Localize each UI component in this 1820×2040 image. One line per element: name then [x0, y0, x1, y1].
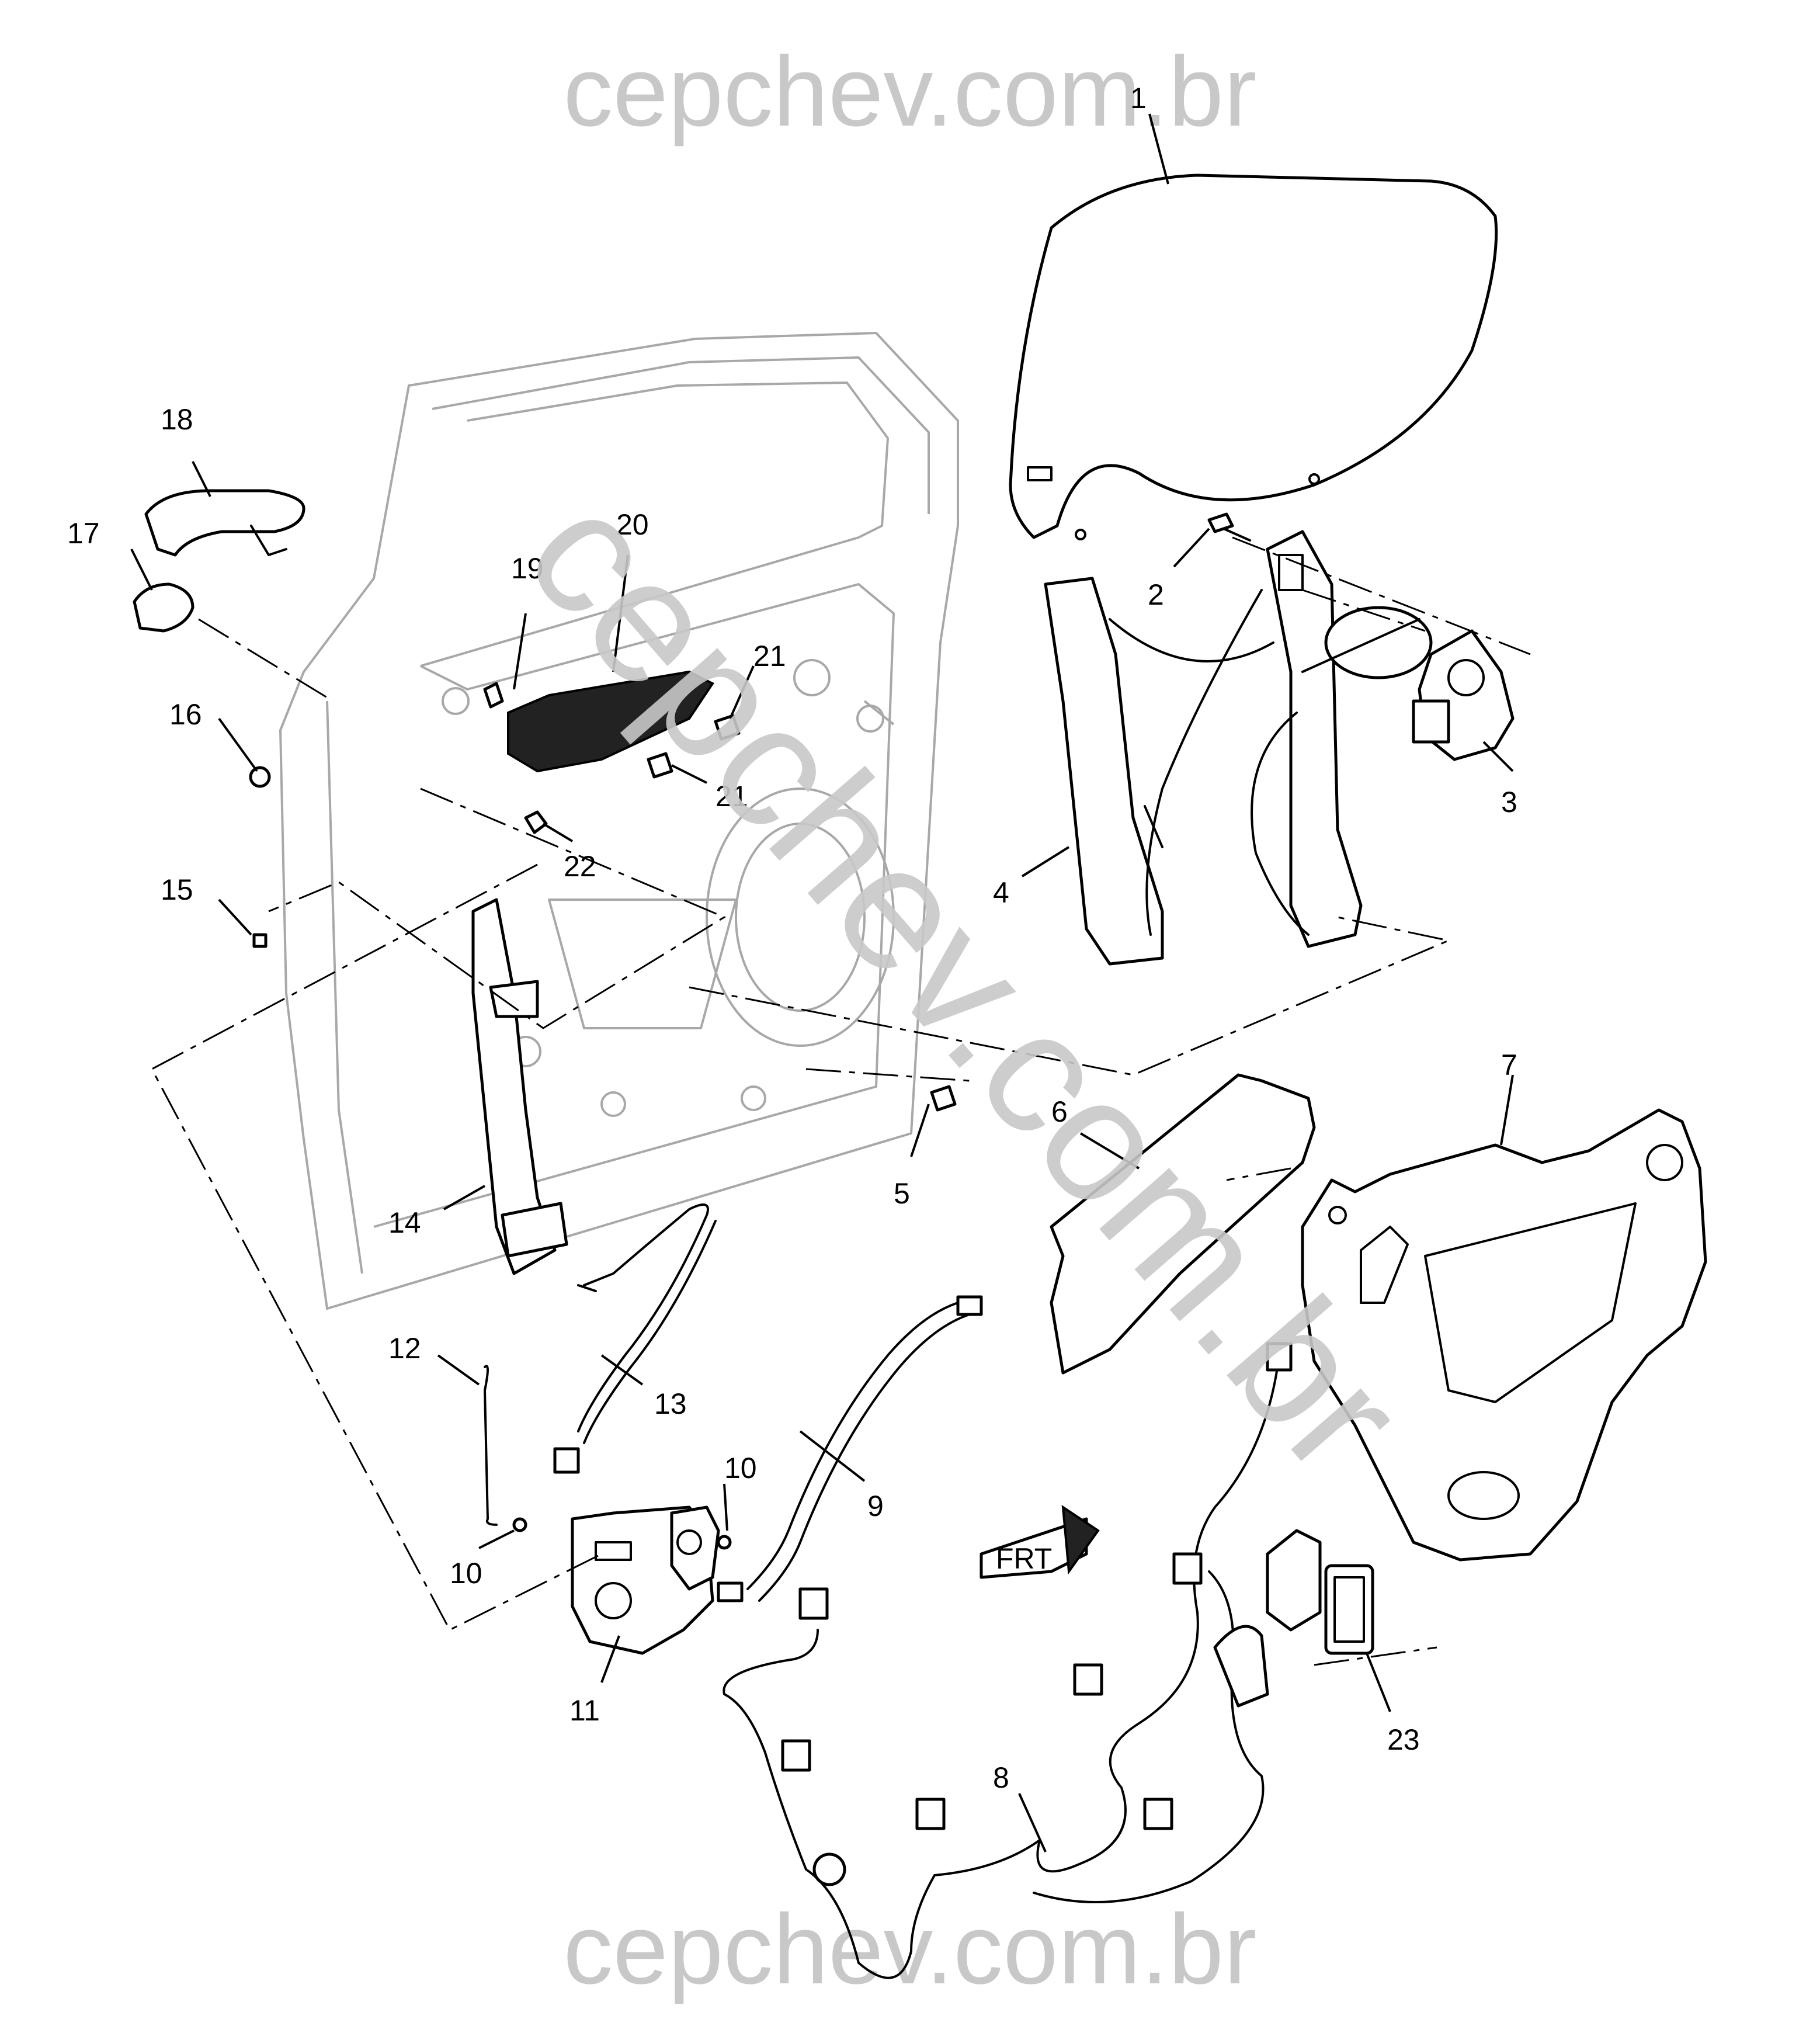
callout-5: 5	[894, 1177, 910, 1210]
callout-23: 23	[1387, 1723, 1420, 1756]
callout-2: 2	[1148, 578, 1164, 611]
callout-9: 9	[867, 1490, 884, 1522]
callout-4: 4	[993, 876, 1009, 909]
lock-rod	[484, 1365, 498, 1526]
callout-13: 13	[654, 1387, 687, 1420]
callout-7: 7	[1501, 1049, 1517, 1081]
window-glass	[1009, 174, 1498, 540]
callout-22: 22	[564, 850, 596, 883]
callout-1: 1	[1130, 82, 1147, 115]
handle-cap	[133, 582, 194, 633]
callout-14: 14	[388, 1206, 421, 1239]
callout-8: 8	[993, 1761, 1009, 1794]
inside-handle	[507, 670, 714, 773]
callout-21-b: 21	[716, 780, 748, 813]
alignment-lines	[150, 536, 1531, 1666]
watermark-bottom: cepchev.com.br	[563, 1894, 1256, 2005]
outside-handle-cable	[717, 1295, 983, 1602]
callout-18: 18	[161, 403, 193, 436]
callout-3: 3	[1501, 786, 1517, 818]
callout-12: 12	[388, 1332, 421, 1365]
window-regulator	[1044, 530, 1433, 966]
callout-21-a: 21	[753, 640, 786, 672]
callout-19: 19	[511, 552, 544, 585]
orientation-label: FRT	[996, 1542, 1052, 1575]
callout-17: 17	[67, 517, 100, 550]
switch-bezel	[1266, 1529, 1374, 1655]
wiring-harness	[723, 1342, 1293, 1979]
outside-handle	[144, 489, 305, 557]
callout-11: 11	[569, 1694, 600, 1727]
front-arrow-icon: FRT	[980, 1505, 1100, 1579]
bolt	[1207, 512, 1251, 542]
leader-lines	[130, 113, 1514, 1852]
callout-10-a: 10	[724, 1452, 757, 1484]
sealing-strip	[1050, 1073, 1316, 1375]
callout-labels: 1 2 3 4 5 6 7 8 9 10 10 10 11 12 13 14 1…	[67, 82, 1517, 1794]
watermark-top: cepchev.com.br	[563, 36, 1256, 147]
water-deflector	[1301, 1108, 1707, 1562]
callout-15: 15	[161, 873, 193, 906]
fasteners	[249, 682, 957, 1550]
window-motor	[1412, 629, 1515, 761]
callout-16: 16	[169, 698, 202, 731]
door-lock	[571, 1505, 720, 1655]
callout-6: 6	[1051, 1095, 1068, 1128]
callout-10-b: 10	[450, 1557, 482, 1590]
inside-handle-cable	[553, 1203, 717, 1474]
callout-20: 20	[616, 508, 649, 541]
